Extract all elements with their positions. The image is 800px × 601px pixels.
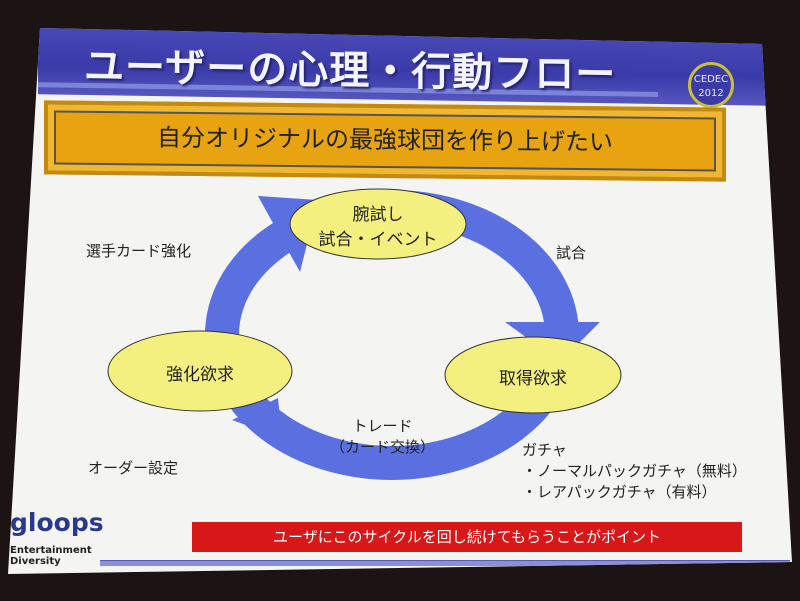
gacha-item: ・ノーマルパックガチャ（無料） xyxy=(522,462,747,480)
label-match: 試合 xyxy=(556,244,587,262)
key-point-banner: ユーザにこのサイクルを回し続けてもらうことがポイント xyxy=(192,522,742,552)
label-card-enhance: 選手カード強化 xyxy=(86,242,192,260)
footer-divider xyxy=(100,560,790,566)
cedec-logo: CEDEC 2012 xyxy=(688,62,734,108)
logo-year: 2012 xyxy=(698,88,724,99)
node-top-line2: 試合・イベント xyxy=(318,230,438,250)
label-order-setting: オーダー設定 xyxy=(88,459,179,477)
tagline-line1: Entertainment xyxy=(10,545,92,556)
node-top-label: 腕試し 試合・イベント xyxy=(300,200,456,250)
node-right-label: 取得欲求 xyxy=(499,369,567,389)
node-right xyxy=(444,336,622,414)
gloops-logo: gloops xyxy=(10,508,104,537)
label-gacha: ガチャ ・ノーマルパックガチャ（無料） ・レアパックガチャ（有料） xyxy=(522,440,747,503)
gacha-item: ・レアパックガチャ（有料） xyxy=(522,483,717,501)
logo-name: CEDEC xyxy=(693,74,729,85)
company-tagline: Entertainment Diversity xyxy=(10,545,92,567)
node-left-label: 強化欲求 xyxy=(166,365,234,385)
trade-line2: （カード交換） xyxy=(330,438,436,456)
arrowhead-bottom-left xyxy=(232,398,282,438)
node-top xyxy=(289,188,467,260)
tagline-line2: Diversity xyxy=(10,556,61,567)
trade-line1: トレード xyxy=(352,417,413,435)
node-left xyxy=(107,330,293,412)
label-trade: トレード （カード交換） xyxy=(330,415,435,457)
gacha-heading: ガチャ xyxy=(522,441,567,459)
node-top-line1: 腕試し xyxy=(352,205,404,225)
